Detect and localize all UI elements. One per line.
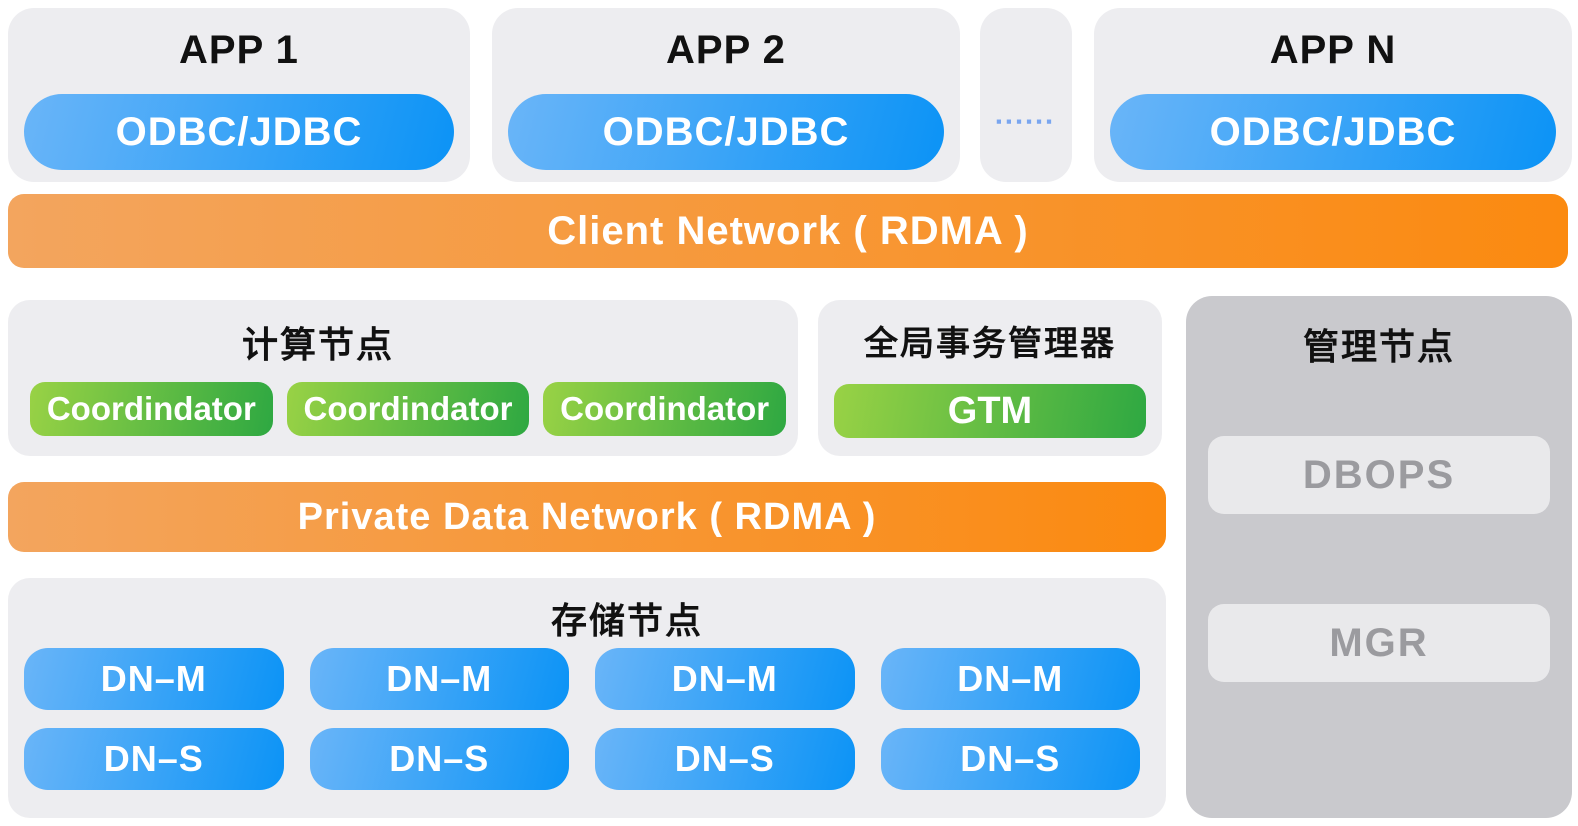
dn-grid: DN–M DN–M DN–M DN–M DN–S DN–S DN–S DN–S xyxy=(24,648,1140,790)
dn-slave-node-2: DN–S xyxy=(309,728,569,790)
storage-nodes-panel: 存储节点 DN–M DN–M DN–M DN–M DN–S DN–S DN–S … xyxy=(8,578,1166,818)
dn-master-node-3: DN–M xyxy=(595,648,855,710)
app2-panel: APP 2 ODBC/JDBC xyxy=(492,8,960,182)
app1-odbc-jdbc-node: ODBC/JDBC xyxy=(24,94,454,170)
appn-panel: APP N ODBC/JDBC xyxy=(1094,8,1572,182)
coordinator-row: Coordindator Coordindator Coordindator xyxy=(30,382,786,436)
gtm-title: 全局事务管理器 xyxy=(864,325,1116,363)
compute-nodes-title: 计算节点 xyxy=(241,324,394,365)
dbops-node: DBOPS xyxy=(1208,436,1550,514)
dn-master-node-2: DN–M xyxy=(309,648,569,710)
gtm-node: GTM xyxy=(834,384,1146,438)
coordinator-node-3: Coordindator xyxy=(543,382,786,436)
dn-master-node-4: DN–M xyxy=(880,648,1140,710)
appn-odbc-jdbc-node: ODBC/JDBC xyxy=(1110,94,1556,170)
management-node-panel: 管理节点 DBOPS MGR xyxy=(1186,296,1572,818)
storage-nodes-title: 存储节点 xyxy=(550,600,703,641)
app2-odbc-jdbc-node: ODBC/JDBC xyxy=(508,94,944,170)
mgr-node: MGR xyxy=(1208,604,1550,682)
dn-slave-node-4: DN–S xyxy=(880,728,1140,790)
more-apps-panel: ▪▪▪▪▪▪ xyxy=(980,8,1072,182)
app2-title: APP 2 xyxy=(666,28,786,72)
management-node-title: 管理节点 xyxy=(1302,326,1455,367)
app1-title: APP 1 xyxy=(179,28,299,72)
gtm-panel: 全局事务管理器 GTM xyxy=(818,300,1162,456)
compute-nodes-panel: 计算节点 Coordindator Coordindator Coordinda… xyxy=(8,300,798,456)
coordinator-node-1: Coordindator xyxy=(30,382,273,436)
app1-panel: APP 1 ODBC/JDBC xyxy=(8,8,470,182)
dn-slave-node-3: DN–S xyxy=(595,728,855,790)
private-data-network-bar: Private Data Network ( RDMA ) xyxy=(8,482,1166,552)
coordinator-node-2: Coordindator xyxy=(286,382,530,436)
ellipsis-dots-icon: ▪▪▪▪▪▪ xyxy=(995,112,1057,131)
appn-title: APP N xyxy=(1269,28,1397,72)
client-network-bar: Client Network ( RDMA ) xyxy=(8,194,1568,268)
dn-master-node-1: DN–M xyxy=(24,648,284,710)
dn-slave-node-1: DN–S xyxy=(24,728,284,790)
